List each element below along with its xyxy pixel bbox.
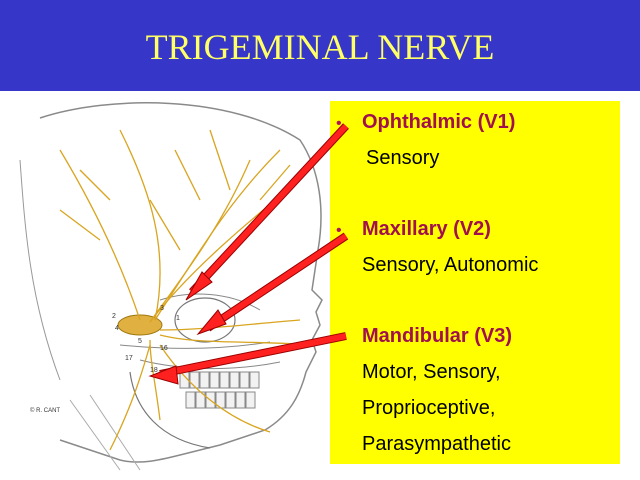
branch-description: Parasympathetic — [362, 433, 511, 455]
svg-text:3: 3 — [160, 305, 164, 312]
teeth — [179, 371, 260, 409]
slide-title: TRIGEMINAL NERVE — [145, 27, 495, 67]
svg-text:2: 2 — [112, 313, 116, 320]
svg-text:1: 1 — [176, 315, 180, 322]
bullet: • — [336, 222, 342, 239]
title-bar: TRIGEMINAL NERVE — [0, 0, 640, 91]
svg-text:18: 18 — [150, 367, 158, 374]
nerve-branches — [59, 129, 311, 451]
svg-text:16: 16 — [160, 345, 168, 352]
svg-text:4: 4 — [115, 325, 119, 332]
branch-description: Sensory, Autonomic — [362, 254, 539, 276]
bullet: • — [336, 329, 342, 346]
svg-text:5: 5 — [138, 338, 142, 345]
info-box: • Ophthalmic (V1) Sensory • Maxillary (V… — [330, 101, 620, 464]
branch-name: Ophthalmic (V1) — [362, 111, 516, 133]
head-outline — [39, 102, 323, 463]
branch-name: Maxillary (V2) — [362, 218, 491, 240]
branch-description: Proprioceptive, — [362, 397, 496, 419]
bullet: • — [336, 115, 342, 132]
svg-text:17: 17 — [125, 355, 133, 362]
branch-description: Motor, Sensory, — [362, 361, 501, 383]
eye-orbit — [174, 297, 236, 343]
branch-description: Sensory — [366, 147, 440, 169]
branch-name: Mandibular (V3) — [362, 325, 513, 347]
svg-text:© R. CANT: © R. CANT — [30, 407, 60, 414]
